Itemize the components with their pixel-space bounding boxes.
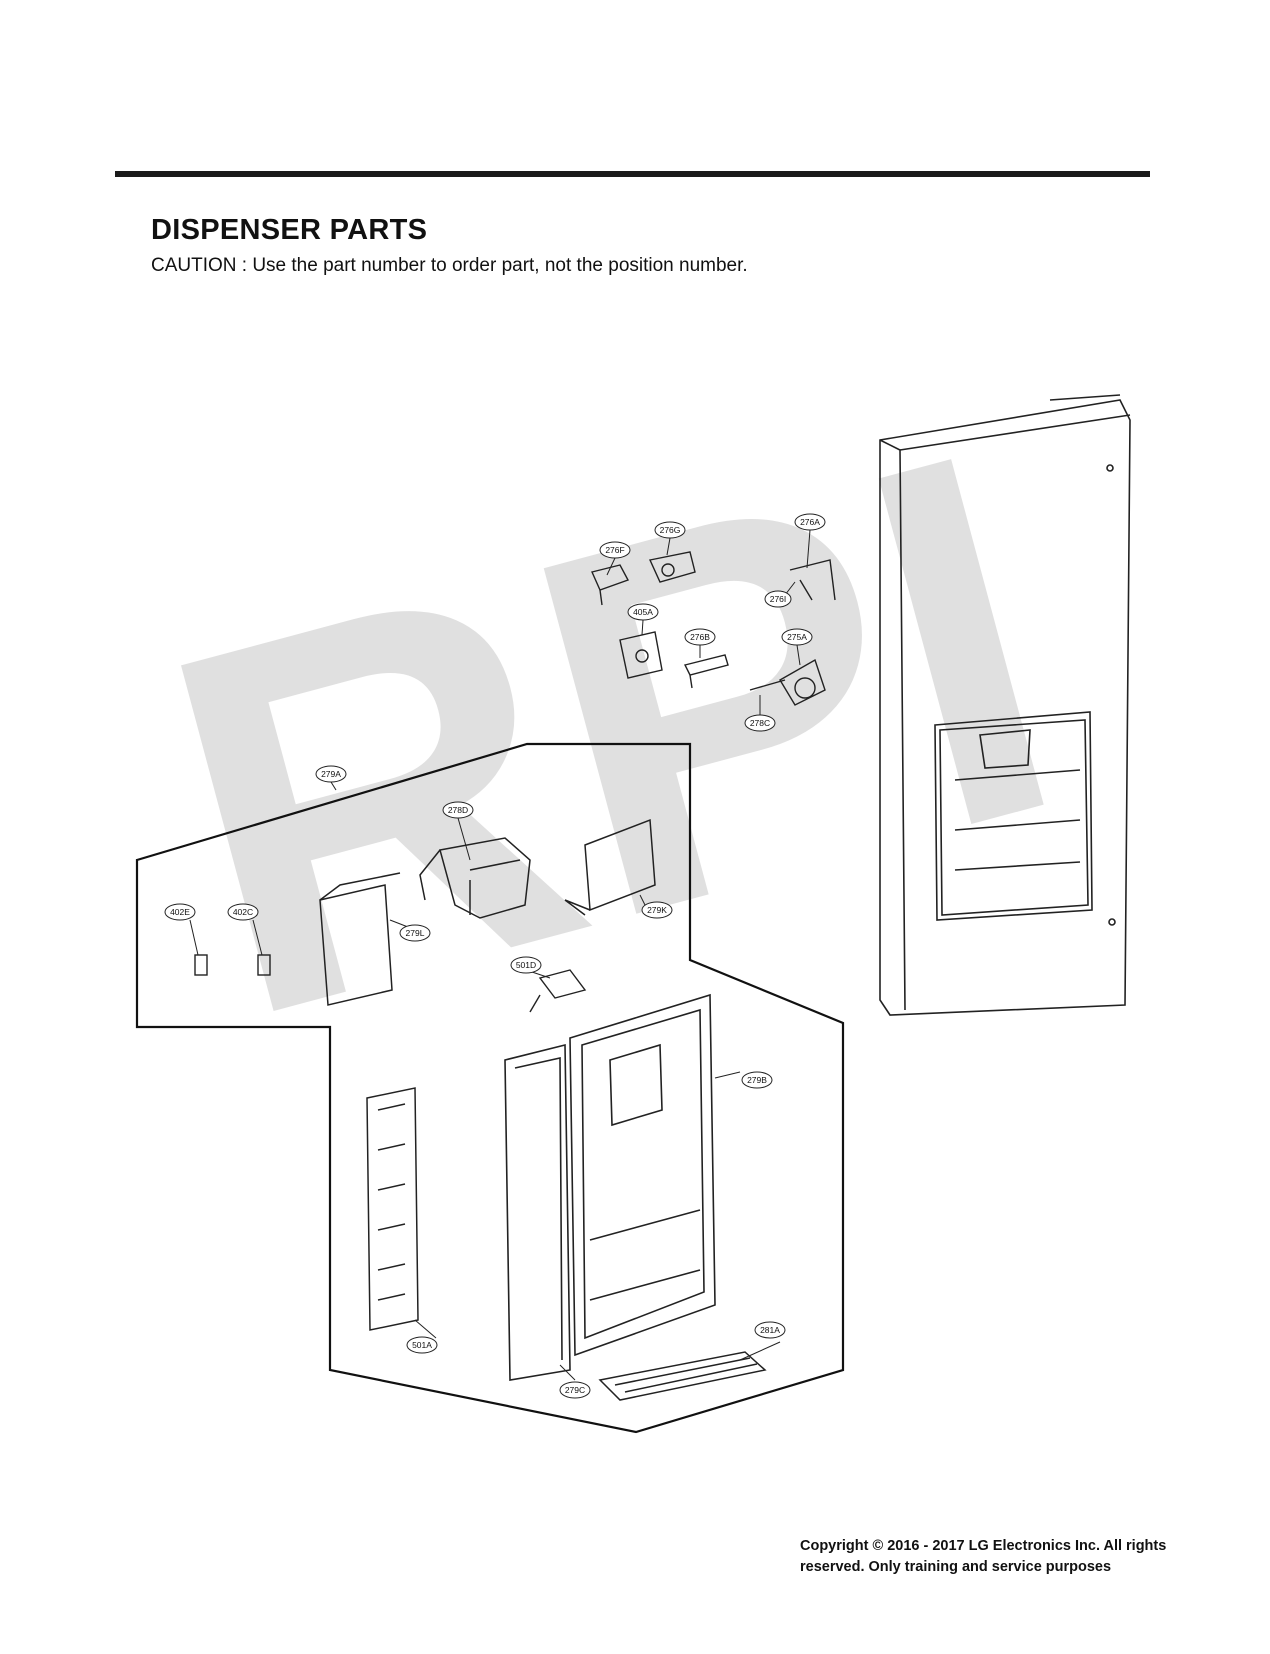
svg-text:276G: 276G — [660, 525, 681, 535]
svg-text:278D: 278D — [448, 805, 468, 815]
part-402c — [257, 954, 271, 976]
part-501d — [529, 969, 587, 1013]
svg-text:501D: 501D — [516, 960, 536, 970]
svg-text:279B: 279B — [747, 1075, 767, 1085]
svg-text:281A: 281A — [760, 1325, 780, 1335]
part-501a — [366, 1087, 419, 1331]
part-276b — [683, 654, 729, 689]
callout-405a: 405A — [627, 603, 659, 621]
svg-text:501A: 501A — [412, 1340, 432, 1350]
svg-text:402C: 402C — [233, 907, 253, 917]
callout-402c: 402C — [227, 903, 259, 921]
callout-501a: 501A — [406, 1336, 438, 1354]
callout-279a: 279A — [315, 765, 347, 783]
svg-text:279A: 279A — [321, 769, 341, 779]
part-279c — [504, 1043, 571, 1381]
callout-279c: 279C — [559, 1381, 591, 1399]
svg-text:405A: 405A — [633, 607, 653, 617]
part-275a — [749, 658, 826, 706]
watermark: RPI — [118, 342, 1106, 1128]
callout-279b: 279B — [741, 1071, 773, 1089]
callout-276g: 276G — [654, 521, 686, 539]
caution-note: CAUTION : Use the part number to order p… — [151, 255, 748, 276]
callout-501d: 501D — [510, 956, 542, 974]
svg-text:276I: 276I — [770, 594, 787, 604]
svg-text:402E: 402E — [170, 907, 190, 917]
header-rule — [115, 171, 1150, 177]
part-279b — [569, 993, 716, 1357]
part-276a-wire — [789, 559, 836, 601]
part-281a — [598, 1351, 767, 1401]
callout-leaders — [189, 529, 811, 1381]
svg-text:279K: 279K — [647, 905, 667, 915]
callout-276f: 276F — [599, 541, 631, 559]
part-279l — [319, 872, 401, 1006]
svg-text:279L: 279L — [406, 928, 425, 938]
assembly-boundary — [135, 742, 845, 1434]
svg-text:276F: 276F — [605, 545, 624, 555]
callout-276b: 276B — [684, 628, 716, 646]
part-405a — [619, 631, 663, 679]
svg-text:279C: 279C — [565, 1385, 585, 1395]
callout-276a: 276A — [794, 513, 826, 531]
callout-402e: 402E — [164, 903, 196, 921]
copyright-notice: Copyright © 2016 - 2017 LG Electronics I… — [800, 1536, 1230, 1578]
part-402e — [194, 954, 208, 976]
callout-278c: 278C — [744, 714, 776, 732]
callout-275a: 275A — [781, 628, 813, 646]
svg-text:275A: 275A — [787, 632, 807, 642]
door-panel — [879, 394, 1131, 1016]
part-279k — [564, 818, 656, 916]
callout-279k: 279K — [641, 901, 673, 919]
callout-281a: 281A — [754, 1321, 786, 1339]
callout-279l: 279L — [399, 924, 431, 942]
callout-276i: 276I — [764, 590, 792, 608]
svg-text:276A: 276A — [800, 517, 820, 527]
svg-text:276B: 276B — [690, 632, 710, 642]
copyright-line-1: Copyright © 2016 - 2017 LG Electronics I… — [800, 1538, 1167, 1554]
svg-text:278C: 278C — [750, 718, 770, 728]
part-276g — [648, 551, 696, 583]
page-title: DISPENSER PARTS — [151, 214, 428, 246]
callout-278d: 278D — [442, 801, 474, 819]
part-278d — [419, 837, 531, 919]
copyright-line-2: reserved. Only training and service purp… — [800, 1559, 1112, 1575]
